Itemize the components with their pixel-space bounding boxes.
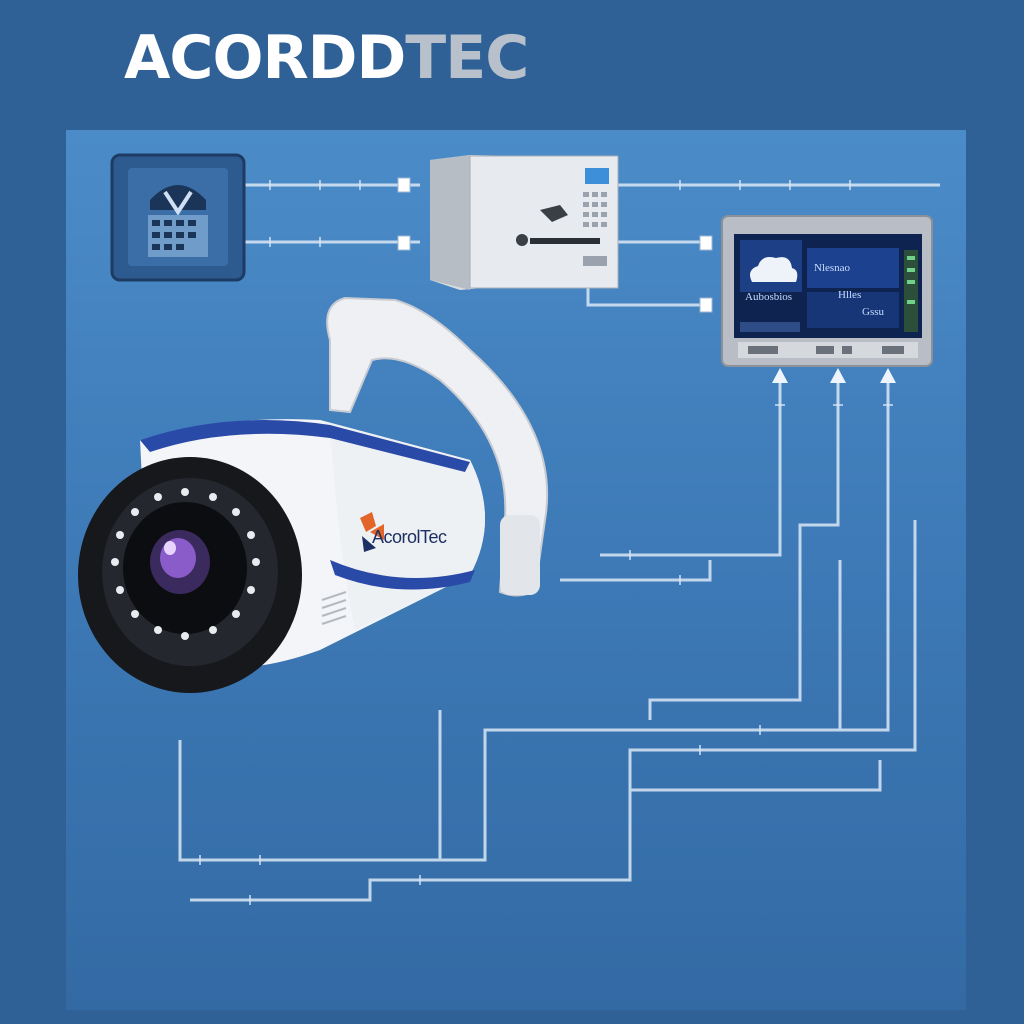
brand-logo: ACORDDTEC <box>124 28 529 88</box>
connectors <box>397 177 713 313</box>
brand-logo-part2: TEC <box>405 23 529 93</box>
monitor-text-2: Aubosbios <box>745 291 793 303</box>
arrow-heads <box>772 368 896 383</box>
monitor-text-4: Gssu <box>862 306 885 318</box>
camera-brand-label: AcorolTec <box>372 527 447 547</box>
access-control-icon <box>110 153 246 282</box>
monitor-text-1: Nlesnao <box>814 262 851 274</box>
camera-device <box>78 296 549 693</box>
monitor-device <box>721 215 933 367</box>
camera-logo-mark <box>360 512 384 552</box>
brand-logo-part1: ACORDD <box>124 23 406 93</box>
monitor-text-3: Hlles <box>838 289 862 301</box>
wiring <box>178 183 940 902</box>
recorder-device <box>430 155 619 290</box>
wire-ticks <box>199 180 893 905</box>
